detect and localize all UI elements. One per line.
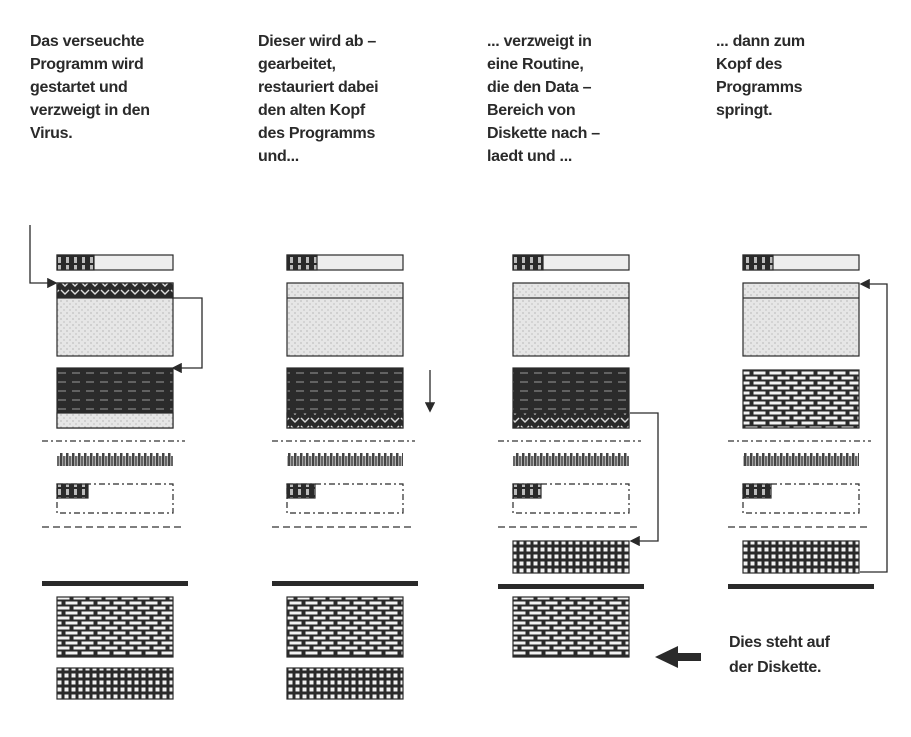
entry-arrow bbox=[29, 225, 58, 289]
note-line: der Diskette. bbox=[729, 659, 822, 676]
buffer-marker bbox=[742, 483, 772, 499]
disk-program-block bbox=[286, 596, 404, 658]
buffer-marker bbox=[286, 483, 316, 499]
program-box bbox=[512, 282, 630, 357]
program-box bbox=[286, 282, 404, 357]
saved-head-block bbox=[56, 412, 174, 429]
header-bar-marker bbox=[286, 254, 318, 271]
disk-program-block bbox=[512, 596, 630, 658]
caption-line: Programms bbox=[716, 79, 803, 96]
memory-end-line bbox=[272, 581, 418, 586]
caption-step-3: ... verzweigt in eine Routine, die den D… bbox=[487, 30, 600, 168]
memory-end-line bbox=[42, 581, 188, 586]
caption-step-1: Das verseuchte Programm wird gestartet u… bbox=[30, 30, 150, 145]
header-bar-marker bbox=[742, 254, 774, 271]
caption-line: eine Routine, bbox=[487, 56, 584, 73]
caption-line: Diskette nach – bbox=[487, 125, 600, 142]
header-bar-marker bbox=[56, 254, 95, 271]
load-data-arrow bbox=[629, 412, 659, 547]
caption-line: den alten Kopf bbox=[258, 102, 365, 119]
system-area-strip bbox=[513, 453, 629, 470]
note-line: Dies steht auf bbox=[729, 634, 830, 651]
header-bar-marker bbox=[512, 254, 544, 271]
caption-step-2: Dieser wird ab – gearbeitet, restauriert… bbox=[258, 30, 379, 168]
caption-line: springt. bbox=[716, 102, 773, 119]
buffer-marker bbox=[56, 483, 89, 499]
disk-arrow-icon bbox=[655, 646, 701, 668]
data-area-loaded bbox=[512, 540, 630, 574]
caption-line: gearbeitet, bbox=[258, 56, 336, 73]
data-area-loaded bbox=[742, 540, 860, 574]
caption-line: laedt und ... bbox=[487, 148, 572, 165]
virus-jump-head bbox=[56, 282, 174, 299]
caption-line: und... bbox=[258, 148, 299, 165]
system-area-strip bbox=[743, 453, 859, 470]
caption-line: Virus. bbox=[30, 125, 73, 142]
caption-line: Das verseuchte bbox=[30, 33, 145, 50]
caption-line: die den Data – bbox=[487, 79, 592, 96]
caption-line: ... dann zum bbox=[716, 33, 805, 50]
buffer-marker bbox=[512, 483, 542, 499]
disk-data-block bbox=[56, 667, 174, 700]
disk-note: Dies steht auf der Diskette. bbox=[729, 630, 830, 680]
system-area-strip bbox=[287, 453, 403, 470]
memory-end-line bbox=[498, 584, 644, 589]
caption-line: ... verzweigt in bbox=[487, 33, 592, 50]
jump-to-virus-arrow bbox=[171, 297, 203, 374]
caption-line: gestartet und bbox=[30, 79, 128, 96]
caption-line: Dieser wird ab – bbox=[258, 33, 376, 50]
system-area-strip bbox=[57, 453, 173, 470]
caption-line: des Programms bbox=[258, 125, 376, 142]
memory-end-line bbox=[728, 584, 874, 589]
virus-loader-block bbox=[512, 412, 630, 429]
caption-step-4: ... dann zum Kopf des Programms springt. bbox=[716, 30, 805, 122]
caption-line: verzweigt in den bbox=[30, 102, 150, 119]
virus-loader-block bbox=[286, 412, 404, 429]
caption-line: restauriert dabei bbox=[258, 79, 379, 96]
caption-line: Bereich von bbox=[487, 102, 576, 119]
caption-line: Kopf des bbox=[716, 56, 783, 73]
jump-to-head-arrow bbox=[859, 278, 888, 573]
disk-program-block bbox=[56, 596, 174, 658]
program-box bbox=[742, 282, 860, 357]
caption-line: Programm wird bbox=[30, 56, 144, 73]
restored-program-block bbox=[742, 369, 860, 429]
disk-data-block bbox=[286, 667, 404, 700]
